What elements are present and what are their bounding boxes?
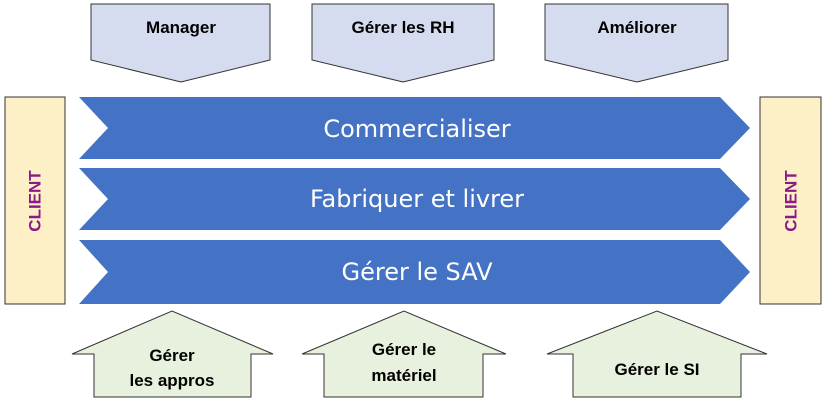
management-label: Manager <box>146 18 216 37</box>
support-label-line2: les appros <box>129 371 214 390</box>
support-process-si: Gérer le SI <box>546 310 768 398</box>
support-process-materiel: Gérer le matériel <box>301 310 507 398</box>
management-shape <box>544 3 729 83</box>
management-shape <box>311 3 495 83</box>
management-process-ameliorer: Améliorer <box>544 3 729 83</box>
client-right: CLIENT <box>759 96 822 305</box>
support-shape <box>301 310 507 398</box>
management-label: Améliorer <box>597 18 677 37</box>
core-process-sav: Gérer le SAV <box>79 240 750 304</box>
core-chevron <box>79 97 750 159</box>
client-label: CLIENT <box>26 170 45 232</box>
core-label: Gérer le SAV <box>341 258 493 286</box>
management-process-manager: Manager <box>90 3 271 83</box>
client-box <box>759 96 822 305</box>
core-process-fabriquer: Fabriquer et livrer <box>79 168 750 230</box>
management-process-rh: Gérer les RH <box>311 3 495 83</box>
support-shape <box>71 310 274 398</box>
management-shape <box>90 3 271 83</box>
core-label: Commercialiser <box>323 115 510 143</box>
support-label-line1: Gérer <box>149 346 195 365</box>
client-left: CLIENT <box>4 96 66 305</box>
support-label-line1: Gérer le <box>372 340 436 359</box>
core-chevron <box>79 168 750 230</box>
client-box <box>4 96 66 305</box>
core-chevron <box>79 240 750 304</box>
core-process-commercialiser: Commercialiser <box>79 97 750 159</box>
support-label-line2: matériel <box>371 366 436 385</box>
support-shape <box>546 310 768 398</box>
client-label: CLIENT <box>782 170 801 232</box>
core-label: Fabriquer et livrer <box>310 185 524 213</box>
management-label: Gérer les RH <box>352 18 455 37</box>
support-process-appros: Gérer les appros <box>71 310 274 398</box>
support-label-line1: Gérer le SI <box>614 360 699 379</box>
